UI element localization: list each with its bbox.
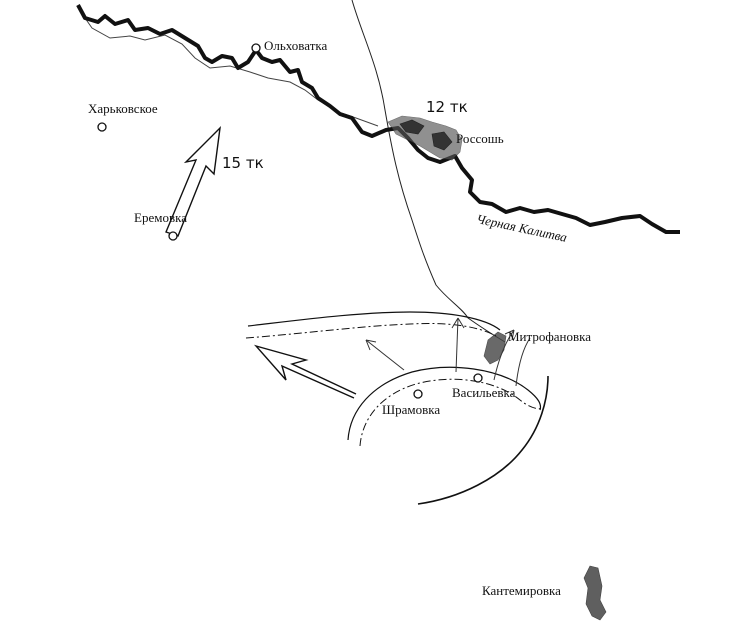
marker-vasilevka: [473, 373, 483, 383]
label-kantemirovka: Кантемировка: [482, 583, 561, 598]
mitrofanovka-city-area: [483, 331, 507, 365]
railway-line: [351, 0, 506, 343]
label-vasilevka: Васильевка: [452, 385, 516, 400]
arrow-15-tk: [165, 126, 221, 237]
unit-label-15-tk: 15 тк: [222, 154, 264, 172]
kantemirovka-city-area: [583, 565, 607, 621]
rossosh-city-area: [387, 115, 463, 161]
arrows-thin: [365, 317, 531, 387]
encirclement-inner-dashdot: [359, 378, 545, 447]
label-shramovka: Шрамовка: [382, 402, 441, 417]
label-kharkovskoe: Харьковское: [88, 101, 158, 116]
encirclement-inner-solid: [347, 366, 542, 441]
marker-eremovka: [168, 231, 178, 241]
marker-kharkovskoe: [97, 122, 107, 132]
front-line: [76, 4, 680, 234]
encirclement-outer-dashdot: [245, 323, 497, 339]
arrow-breakout: [253, 344, 357, 399]
label-olkhovatka: Ольховатка: [264, 38, 328, 53]
label-mitrofanovka: Митрофановка: [508, 329, 592, 344]
label-rossosh: Россошь: [456, 131, 504, 146]
marker-shramovka: [413, 389, 423, 399]
marker-olkhovatka: [251, 43, 261, 53]
encirclement-outer-long: [417, 375, 549, 505]
unit-label-12-tk: 12 тк: [426, 98, 468, 116]
encirclement-outer-solid: [247, 311, 501, 331]
label-eremovka: Еремовка: [134, 210, 187, 225]
